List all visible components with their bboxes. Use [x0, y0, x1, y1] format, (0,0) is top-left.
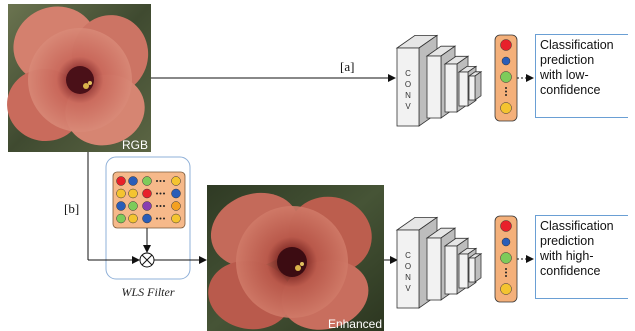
prediction-low-line-1: Classification — [540, 38, 614, 52]
grid-cell-circle — [128, 213, 138, 224]
grid-cell-circle — [116, 213, 126, 224]
conv-layer-front-face — [426, 237, 442, 301]
grid-cell-circle — [128, 176, 138, 186]
grid-cell-circle — [142, 188, 152, 199]
multiply-icon — [141, 254, 153, 266]
conv-letter: C — [405, 251, 411, 260]
conv-layer-front-face — [396, 47, 420, 127]
grid-cell-circle — [171, 213, 181, 224]
vector-ellipsis-dot — [505, 94, 507, 96]
prediction-low-line-2: prediction — [540, 53, 595, 67]
vector-ellipsis-dot — [505, 90, 507, 93]
vector-node — [501, 237, 511, 247]
vector-node — [500, 220, 512, 232]
prediction-low-text: Classification prediction with low- conf… — [540, 38, 614, 98]
grid-ellipsis-dot — [156, 205, 158, 207]
grid-ellipsis-dot — [163, 180, 165, 182]
vector-node — [500, 71, 512, 83]
grid-cell-circle — [171, 201, 181, 211]
output-vector-top — [494, 34, 518, 122]
grid-cell-circle — [128, 201, 138, 211]
path-a-label: [a] — [340, 59, 354, 74]
vector-ellipsis-dot — [505, 268, 507, 270]
conv-letter: C — [405, 69, 411, 78]
filter-grid — [116, 176, 181, 224]
grid-cell-circle — [142, 176, 152, 186]
conv-letter: N — [405, 91, 411, 100]
grid-cell-circle — [116, 188, 126, 199]
vector-node — [500, 283, 512, 295]
grid-cell-circle — [171, 188, 181, 199]
vector-ellipsis-dot — [505, 275, 507, 277]
prediction-box-low — [535, 34, 628, 118]
enhanced-label: Enhanced — [328, 317, 382, 331]
conv-letter: O — [405, 80, 411, 89]
vector-node — [500, 102, 512, 114]
prediction-high-line-1: Classification — [540, 219, 614, 233]
grid-ellipsis-dot — [156, 217, 158, 220]
conv-layer-front-face — [444, 245, 458, 295]
conv-layer-front-face — [426, 55, 442, 119]
conv-layer-front-face — [444, 63, 458, 113]
prediction-low-line-4: confidence — [540, 83, 601, 97]
prediction-low-line-3: with low- — [540, 68, 589, 82]
rgb-label: RGB — [122, 138, 148, 152]
conv-layer-side-face — [474, 253, 482, 283]
vector-node — [501, 56, 511, 66]
wls-filter-label: WLS Filter — [122, 285, 175, 299]
conv-layer-side-face — [474, 71, 482, 101]
flower-enhanced — [208, 192, 372, 330]
filter-frame — [105, 156, 191, 280]
flow-lines: [a] [b] — [64, 59, 398, 264]
enhanced-image: Enhanced — [207, 185, 384, 331]
grid-cell-circle — [116, 201, 126, 211]
prediction-high-line-3: with high- — [540, 249, 594, 263]
grid-cell-circle — [142, 213, 152, 224]
conv-letter: O — [405, 262, 411, 271]
conv-letter: N — [405, 273, 411, 282]
vector-node — [500, 39, 512, 51]
prediction-high-text: Classification prediction with high- con… — [540, 219, 614, 279]
grid-ellipsis-dot — [156, 180, 158, 182]
conv-layer-front-face — [396, 229, 420, 309]
conv-layer-front-face — [468, 75, 476, 101]
grid-cell-circle — [142, 201, 152, 211]
conv-layer-front-face — [458, 253, 469, 289]
filter-grid-panel — [112, 171, 186, 229]
grid-ellipsis-dot — [163, 217, 165, 220]
output-vector-bottom — [494, 215, 518, 303]
conv-letter: V — [405, 284, 411, 293]
path-b-label: [b] — [64, 201, 79, 216]
grid-cell-circle — [116, 176, 126, 186]
grid-ellipsis-dot — [163, 205, 165, 207]
flower-rgb — [7, 6, 149, 146]
grid-cell-circle — [171, 176, 181, 186]
grid-ellipsis-dot — [159, 217, 162, 220]
rgb-image: RGB — [7, 4, 151, 152]
prediction-box-high — [535, 215, 628, 299]
grid-ellipsis-dot — [159, 205, 162, 207]
vector-node — [500, 252, 512, 264]
vector-ellipsis-dot — [505, 87, 507, 89]
prediction-high-line-2: prediction — [540, 234, 595, 248]
grid-cell-circle — [128, 188, 138, 199]
grid-ellipsis-dot — [159, 180, 162, 182]
wls-filter: WLS Filter — [105, 156, 191, 299]
conv-layer-front-face — [458, 71, 469, 107]
vector-ellipsis-dot — [505, 271, 507, 274]
conv-layer-front-face — [468, 257, 476, 283]
grid-ellipsis-dot — [159, 192, 162, 195]
grid-ellipsis-dot — [156, 192, 158, 195]
prediction-high-line-4: confidence — [540, 264, 601, 278]
conv-letter: V — [405, 102, 411, 111]
grid-ellipsis-dot — [163, 192, 165, 195]
